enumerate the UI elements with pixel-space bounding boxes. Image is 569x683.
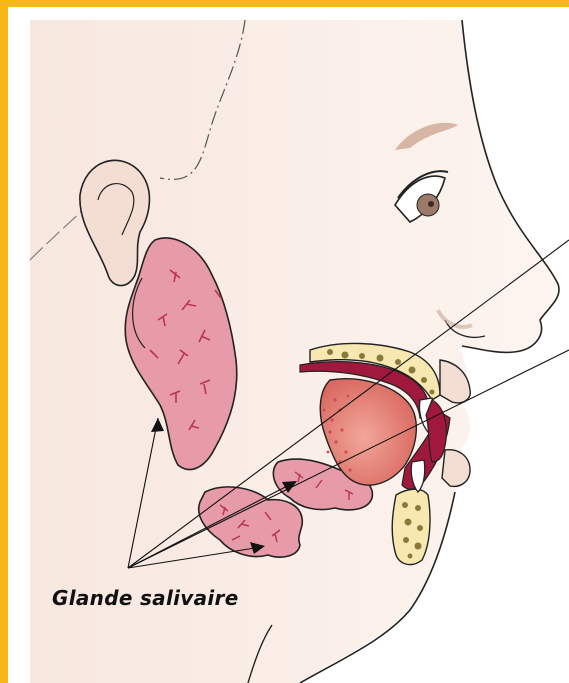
lower-lip <box>442 450 470 487</box>
upper-lip <box>440 360 470 403</box>
eye-pupil <box>428 201 434 207</box>
eye-iris <box>417 194 439 216</box>
face-skin <box>30 20 560 683</box>
lower-jaw-bone <box>392 489 430 564</box>
salivary-gland-label: Glande salivaire <box>52 586 239 610</box>
